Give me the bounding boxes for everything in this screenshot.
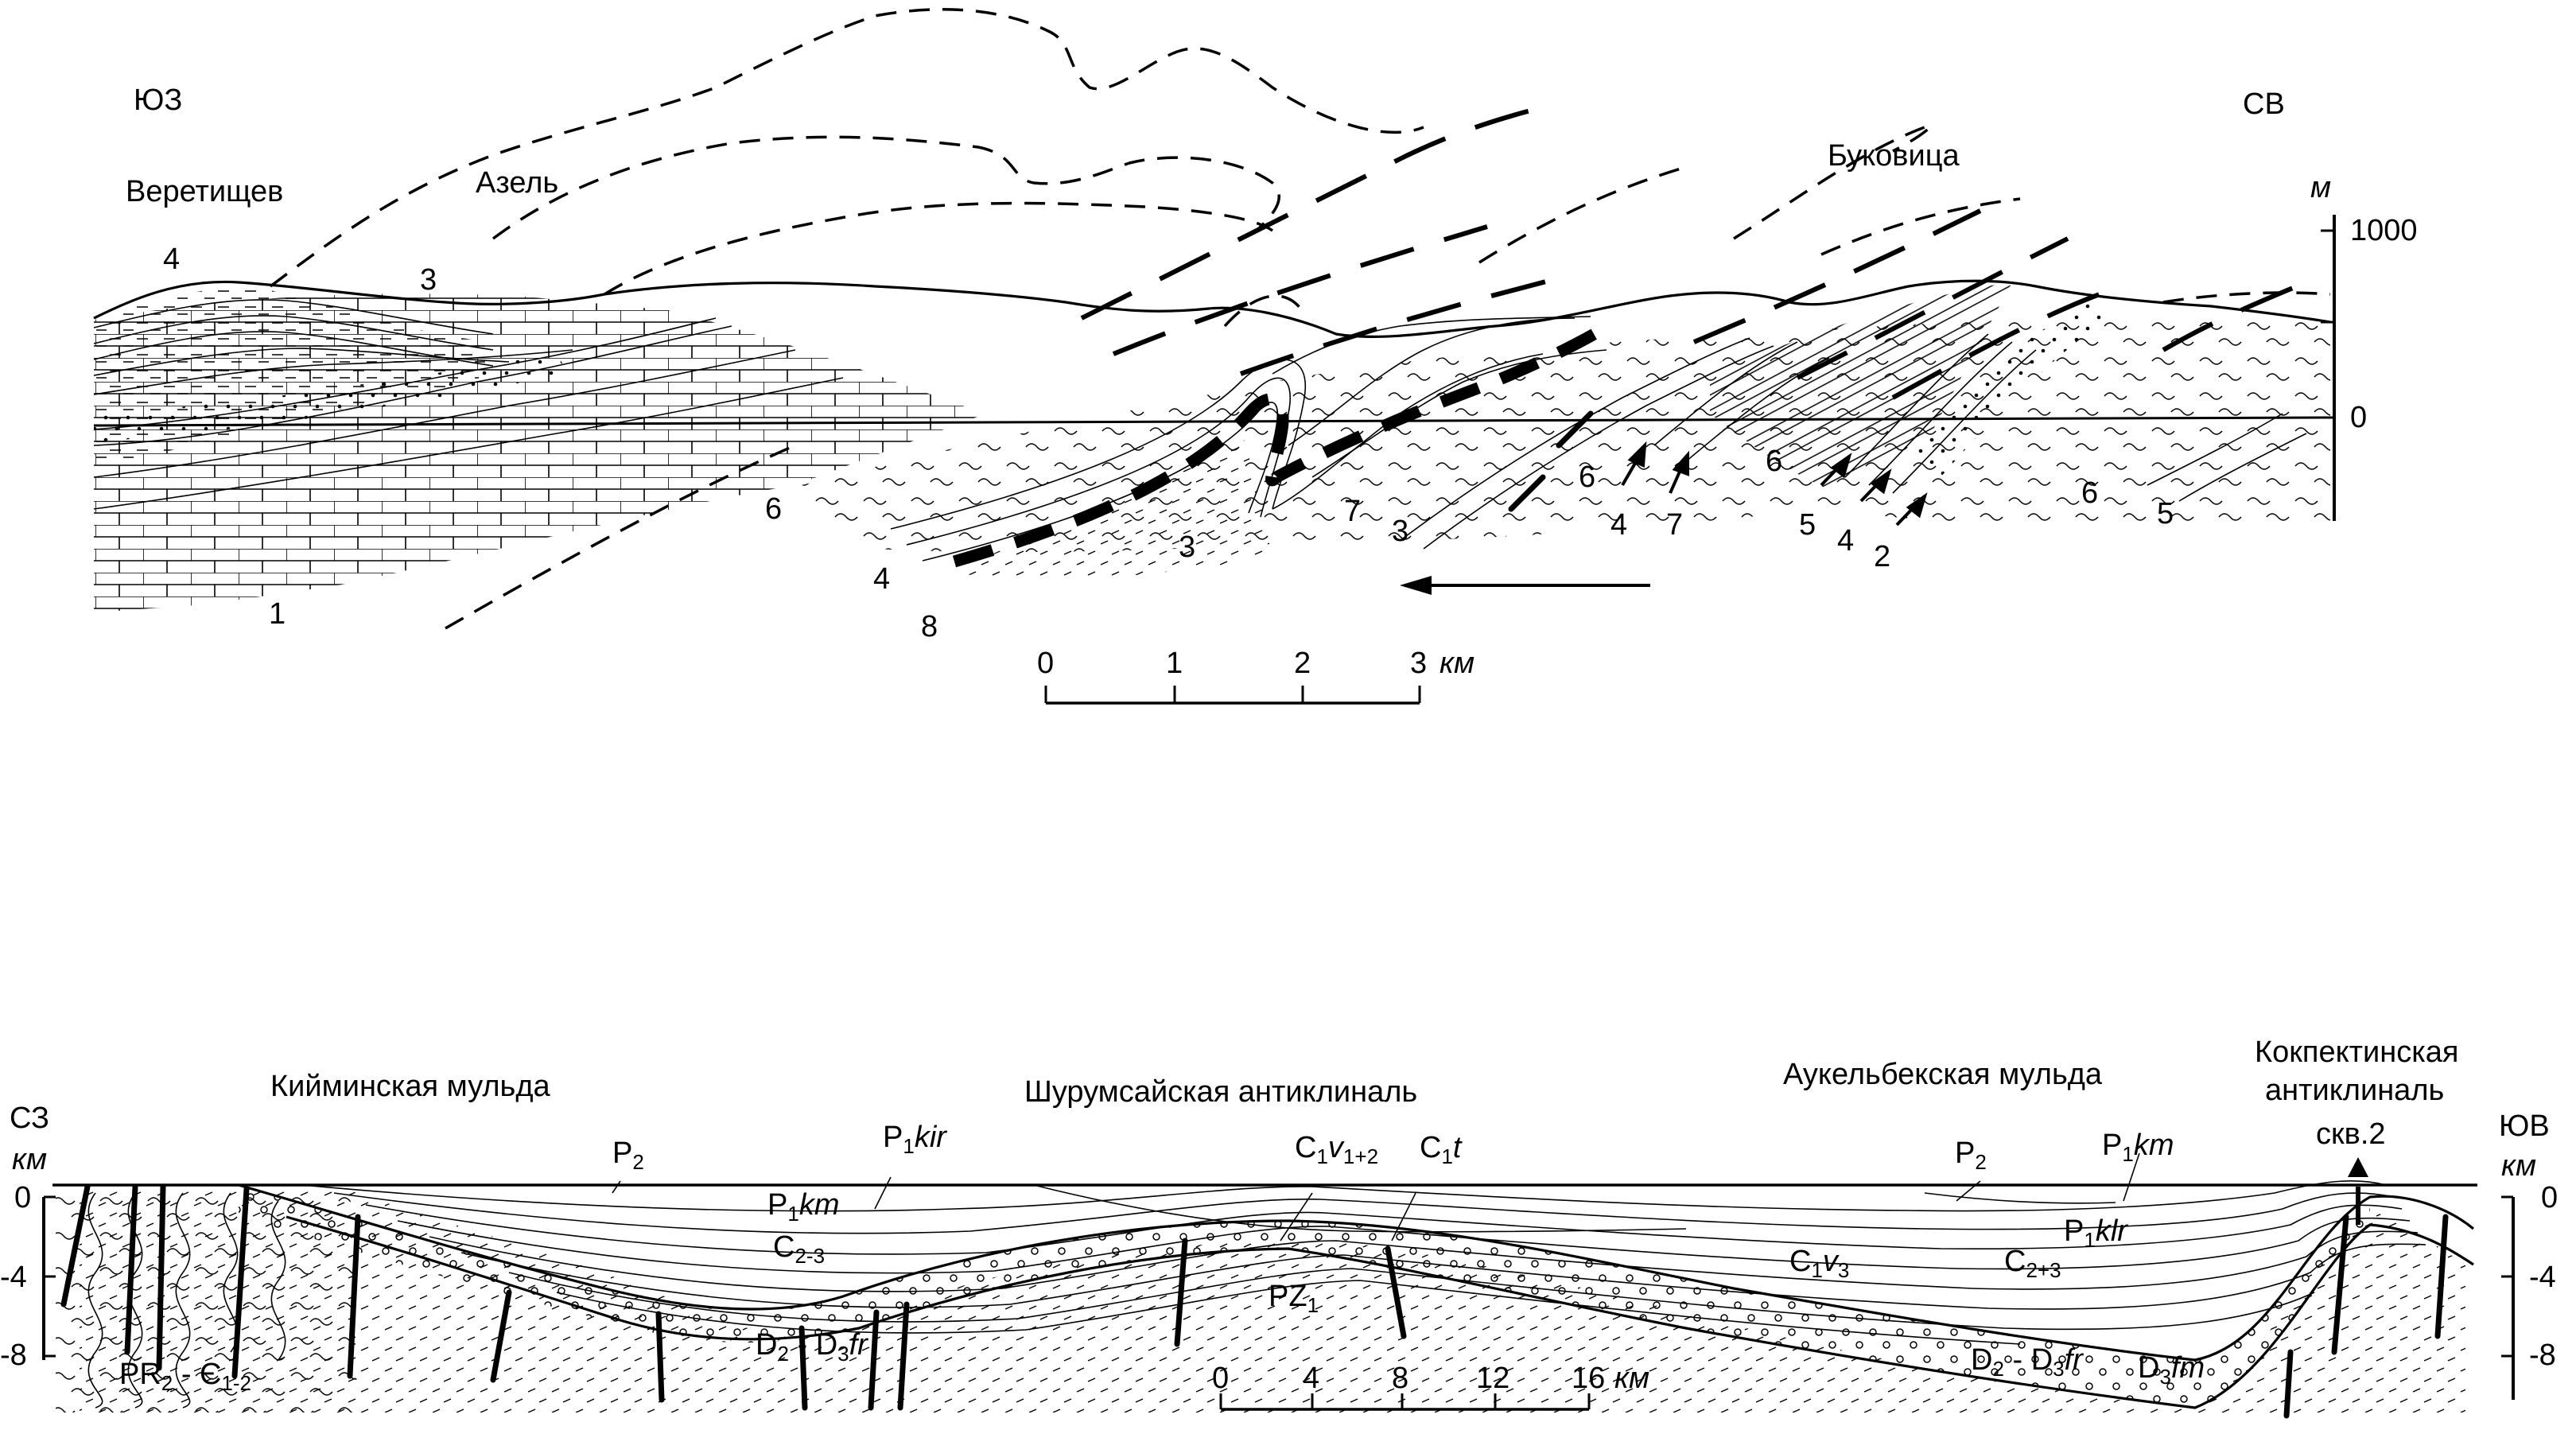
svg-text:7: 7 (1344, 495, 1361, 528)
top-datum-line (93, 416, 2331, 427)
svg-text:5: 5 (2157, 497, 2174, 530)
top-scale-tick-3: 3 (1410, 647, 1427, 680)
bottom-scale-bar: 0 4 8 12 16 км (1212, 1362, 1649, 1411)
depth-left-8: -8 (0, 1339, 27, 1372)
strat-label-c23plus: C2+3 (2004, 1245, 2061, 1282)
height-label-1000: 1000 (2350, 214, 2418, 247)
bottom-cross-section: 0 -4 -8 0 -4 -8 СЗ км ЮВ км Кийминская м… (0, 1036, 2558, 1419)
unit8-marker-bed (952, 317, 1618, 568)
place-azel: Азель (476, 166, 558, 200)
svg-text:3: 3 (1179, 530, 1195, 564)
strat-label-c23: C2-3 (773, 1230, 825, 1268)
depth-left-4: -4 (0, 1261, 27, 1294)
strat-label-c1v3: C1v3 (1789, 1245, 1849, 1282)
bottom-km-right: км (2501, 1149, 2536, 1183)
depth-right-8: -8 (2529, 1339, 2556, 1372)
top-fold-core (890, 316, 1618, 568)
bottom-base-line-2 (286, 1215, 2474, 1409)
bottom-depth-scale-right: 0 -4 -8 (2501, 1181, 2558, 1400)
svg-text:3: 3 (1392, 515, 1408, 548)
strat-label-pz1: PZ1 (1269, 1280, 1319, 1317)
strat-label-d2d3fr-right: D2 - D3fr (1971, 1343, 2084, 1381)
strat-label-p2-right: P2 (1955, 1137, 1987, 1174)
svg-text:4: 4 (873, 562, 890, 596)
bottom-scale-tick-16: 16 (1572, 1362, 1605, 1395)
unit5-stripe-fill (1710, 282, 2012, 493)
svg-text:6: 6 (1766, 445, 1782, 478)
top-height-scale: м 1000 0 (2310, 171, 2418, 521)
bottom-direction-left: СЗ (10, 1102, 49, 1135)
bottom-faults (60, 1183, 2449, 1419)
height-unit-label: м (2310, 171, 2331, 204)
top-direction-right: СВ (2243, 87, 2285, 121)
bottom-direction-right: ЮВ (2499, 1109, 2550, 1143)
strat-label-c1v12: C1v1+2 (1295, 1131, 1378, 1168)
well-label: скв.2 (2316, 1117, 2386, 1151)
bottom-scale-tick-8: 8 (1392, 1362, 1408, 1395)
unit2-dotted-fill (1909, 302, 2108, 477)
bottom-scale-unit: км (1614, 1362, 1649, 1395)
well-skv2 (2348, 1157, 2368, 1225)
depth-right-4: -4 (2529, 1261, 2556, 1294)
svg-text:4: 4 (1610, 508, 1627, 542)
strat-label-p1kir: P1kir (883, 1121, 947, 1158)
top-cross-section: м 1000 0 ЮЗ СВ Веретищев Азель Буковица … (93, 8, 2418, 705)
unit4-dotted-band (94, 354, 569, 441)
place-veretishchev: Веретищев (126, 175, 283, 208)
svg-text:6: 6 (765, 492, 782, 526)
top-scale-tick-2: 2 (1294, 647, 1311, 680)
svg-text:1: 1 (269, 597, 286, 631)
height-label-0: 0 (2350, 401, 2367, 434)
svg-text:4: 4 (1837, 524, 1854, 558)
svg-text:7: 7 (1666, 508, 1683, 542)
place-bukovitsa: Буковица (1828, 139, 1960, 173)
bottom-sedimentary-layers (301, 1180, 2426, 1345)
structure-kokpektinskaya-1: Кокпектинская (2255, 1036, 2458, 1069)
strat-label-c1t: C1t (1420, 1131, 1463, 1168)
basement-pz1-fill (80, 1185, 2465, 1413)
strat-label-p1klr: P1klr (2064, 1214, 2128, 1252)
top-movement-arrow (1400, 576, 1650, 595)
svg-text:8: 8 (921, 610, 938, 643)
structure-kiyminskaya: Кийминская мульда (270, 1070, 551, 1103)
top-eroded-reconstruction (269, 8, 2331, 630)
svg-text:6: 6 (2081, 476, 2098, 510)
bottom-km-left: км (12, 1143, 47, 1176)
bottom-scale-tick-12: 12 (1476, 1362, 1509, 1395)
depth-left-0: 0 (14, 1181, 31, 1214)
svg-text:6: 6 (1579, 460, 1595, 494)
top-scale-tick-0: 0 (1037, 647, 1054, 680)
structure-aukelbekskaya: Аукельбекская мульда (1783, 1058, 2103, 1091)
strat-label-d2d3fr-left: D2 - D3fr (756, 1328, 868, 1366)
top-direction-left: ЮЗ (134, 84, 182, 117)
strat-label-p1km-right: P1km (2102, 1129, 2174, 1166)
strat-label-d3fm: D3fm (2138, 1351, 2205, 1389)
top-displacement-arrows (1621, 441, 1928, 527)
svg-text:2: 2 (1874, 540, 1890, 573)
strat-label-p1km-left: P1km (767, 1188, 839, 1226)
structure-kokpektinskaya-2: антиклиналь (2265, 1074, 2444, 1107)
top-scale-unit: км (1440, 647, 1474, 680)
structure-shurumsayskaya: Шурумсайская антиклиналь (1024, 1075, 1417, 1109)
bottom-depth-scale-left: 0 -4 -8 (0, 1181, 56, 1372)
top-thrust-faults (1080, 105, 2308, 512)
devonian-conglomerate-band (239, 1185, 2370, 1408)
top-unit-numbers: 4 3 1 6 4 8 3 7 3 6 4 7 6 5 4 2 6 5 (163, 243, 2174, 643)
top-scale-bar: 0 1 2 3 км (1037, 647, 1474, 705)
top-bedding-right (1399, 333, 2307, 550)
bottom-scale-tick-4: 4 (1303, 1362, 1319, 1395)
top-scale-tick-1: 1 (1166, 647, 1183, 680)
svg-text:5: 5 (1799, 508, 1816, 542)
strat-label-p2-left: P2 (612, 1137, 644, 1174)
depth-right-0: 0 (2541, 1181, 2558, 1214)
strat-leader-lines (612, 1152, 2140, 1242)
top-bedding-left (93, 299, 844, 510)
strat-label-pr2: PR2 - Є1-2 (119, 1358, 251, 1395)
svg-text:3: 3 (420, 263, 437, 297)
bottom-scale-tick-0: 0 (1212, 1362, 1229, 1395)
svg-text:4: 4 (163, 243, 180, 276)
